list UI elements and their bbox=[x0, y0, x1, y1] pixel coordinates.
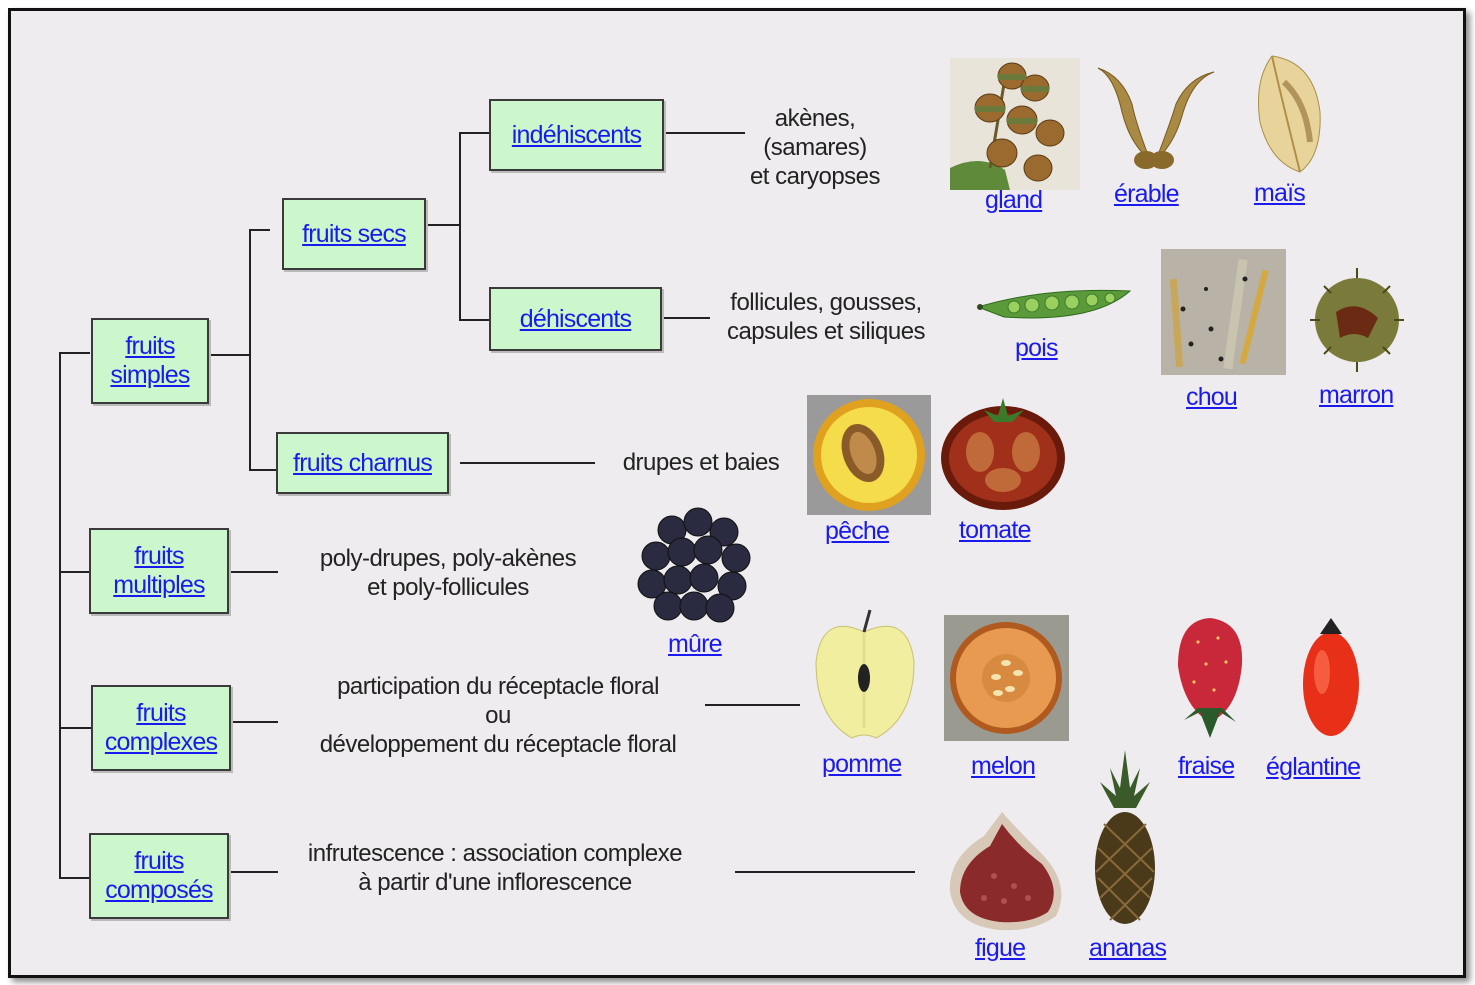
link-pois[interactable]: pois bbox=[1015, 334, 1058, 363]
desc-complexes: participation du réceptacle floral ou dé… bbox=[286, 672, 710, 759]
link-erable[interactable]: érable bbox=[1114, 180, 1179, 209]
link-pomme[interactable]: pomme bbox=[822, 750, 901, 779]
cabbage-silique-icon bbox=[1161, 249, 1286, 375]
link-tomate[interactable]: tomate bbox=[959, 516, 1031, 545]
desc-dehiscents: follicules, gousses, capsules et silique… bbox=[708, 288, 944, 346]
link-eglantine[interactable]: églantine bbox=[1266, 753, 1360, 782]
link-ananas[interactable]: ananas bbox=[1089, 934, 1166, 963]
desc-charnus: drupes et baies bbox=[604, 448, 798, 477]
tomato-icon bbox=[940, 392, 1066, 512]
link-dehiscents[interactable]: déhiscents bbox=[520, 305, 632, 334]
maple-samara-icon bbox=[1092, 62, 1220, 174]
link-mais[interactable]: maïs bbox=[1254, 179, 1305, 208]
link-mure[interactable]: mûre bbox=[668, 630, 722, 659]
desc-multiples: poly-drupes, poly-akènes et poly-follicu… bbox=[292, 544, 604, 602]
link-fraise[interactable]: fraise bbox=[1178, 752, 1234, 781]
corn-icon bbox=[1250, 52, 1328, 178]
box-fruits-simples: fruits simples bbox=[91, 318, 209, 404]
link-melon[interactable]: melon bbox=[971, 752, 1035, 781]
pea-pod-icon bbox=[974, 283, 1134, 333]
desc-indehiscents: akènes, (samares) et caryopses bbox=[740, 104, 890, 191]
link-indehiscents[interactable]: indéhiscents bbox=[512, 121, 641, 150]
box-fruits-complexes: fruits complexes bbox=[91, 685, 231, 771]
peach-icon bbox=[807, 395, 931, 515]
link-fruits-simples[interactable]: fruits simples bbox=[110, 332, 189, 390]
box-fruits-multiples: fruits multiples bbox=[89, 528, 229, 614]
box-fruits-charnus: fruits charnus bbox=[276, 432, 449, 494]
box-fruits-composes: fruits composés bbox=[89, 833, 229, 919]
box-fruits-secs: fruits secs bbox=[282, 198, 426, 270]
link-peche[interactable]: pêche bbox=[825, 517, 889, 546]
blackberry-icon bbox=[632, 502, 760, 630]
acorn-icon bbox=[950, 58, 1080, 190]
link-figue[interactable]: figue bbox=[975, 934, 1025, 963]
link-chou[interactable]: chou bbox=[1186, 383, 1237, 412]
box-indehiscents: indéhiscents bbox=[489, 99, 664, 171]
fig-icon bbox=[944, 806, 1074, 932]
pineapple-icon bbox=[1090, 748, 1160, 928]
link-fruits-multiples[interactable]: fruits multiples bbox=[113, 542, 204, 600]
melon-icon bbox=[944, 615, 1069, 741]
link-fruits-complexes[interactable]: fruits complexes bbox=[105, 699, 217, 757]
chestnut-icon bbox=[1306, 262, 1408, 374]
link-fruits-secs[interactable]: fruits secs bbox=[302, 220, 406, 249]
apple-icon bbox=[812, 608, 918, 742]
link-gland[interactable]: gland bbox=[985, 186, 1042, 215]
desc-composes: infrutescence : association complexe à p… bbox=[282, 839, 708, 897]
link-fruits-charnus[interactable]: fruits charnus bbox=[293, 449, 432, 478]
link-fruits-composes[interactable]: fruits composés bbox=[105, 847, 213, 905]
rosehip-icon bbox=[1300, 612, 1362, 740]
link-marron[interactable]: marron bbox=[1319, 381, 1393, 410]
box-dehiscents: déhiscents bbox=[489, 287, 662, 351]
strawberry-icon bbox=[1170, 612, 1248, 742]
